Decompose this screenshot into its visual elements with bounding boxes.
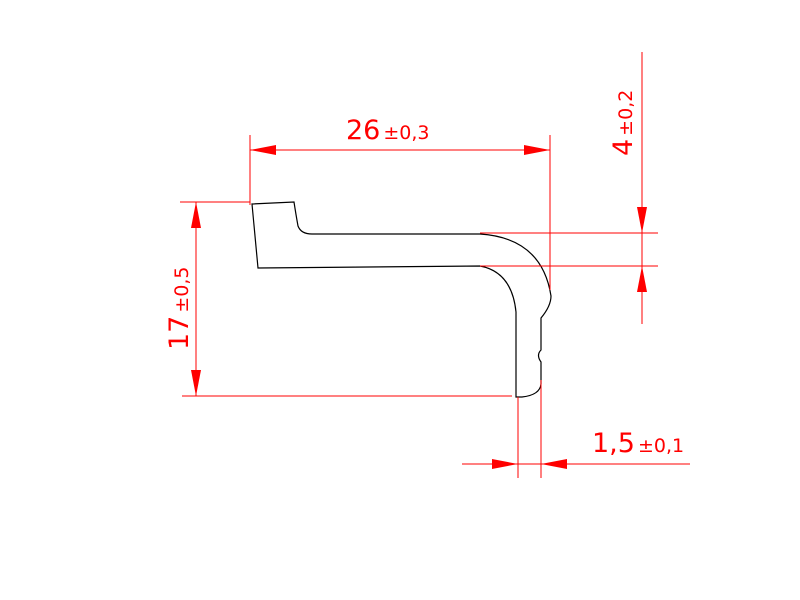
dimension-label-thickness-leg: 1,5±0,1 [592, 428, 684, 459]
arrowhead-right [524, 145, 550, 155]
arrowhead-up [637, 266, 647, 292]
dimension-width: 26±0,3 [249, 115, 551, 290]
dimension-thickness-top: 4±0,2 [480, 52, 658, 324]
arrowhead-right [492, 459, 518, 469]
arrowhead-left [541, 459, 567, 469]
dimension-label-thickness-top: 4±0,2 [608, 90, 639, 156]
dimension-height: 17±0,5 [164, 201, 512, 397]
arrowhead-top [191, 202, 201, 228]
dimension-thickness-leg: 1,5±0,1 [462, 380, 690, 478]
profile-outline [251, 201, 552, 398]
dimension-label-width: 26±0,3 [346, 115, 430, 146]
arrowhead-left [250, 145, 276, 155]
dimension-label-height: 17±0,5 [164, 267, 195, 351]
arrowhead-down [637, 207, 647, 233]
arrowhead-bottom [191, 370, 201, 396]
